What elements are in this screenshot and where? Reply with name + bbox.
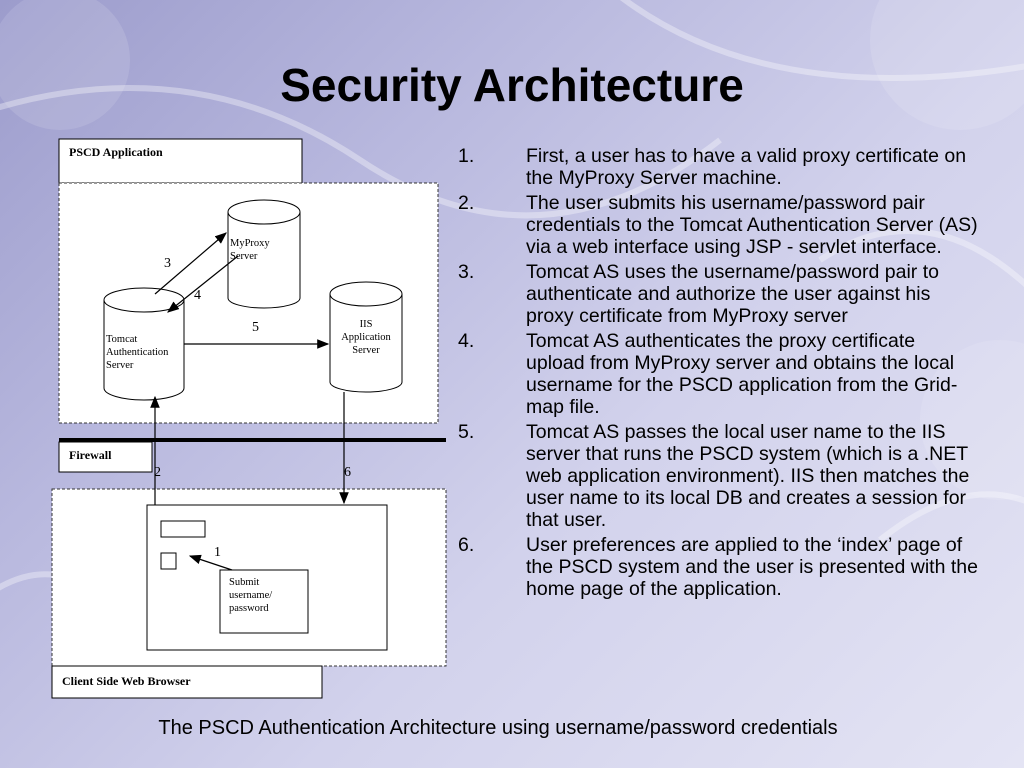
checkbox-icon xyxy=(160,552,177,570)
iis-server-cylinder xyxy=(329,281,403,393)
step-3-label: 3 xyxy=(164,256,171,271)
list-item: 5.Tomcat AS passes the local user name t… xyxy=(458,421,970,531)
firewall-label: Firewall xyxy=(69,448,112,462)
arrow-step-3 xyxy=(154,232,227,295)
myproxy-server-cylinder xyxy=(227,199,301,309)
client-browser-label-box xyxy=(51,665,323,699)
arrow-step-1 xyxy=(188,554,233,571)
pscd-label-box xyxy=(58,138,303,184)
step-2-label: 2 xyxy=(154,465,161,480)
list-item: 1.First, a user has to have a valid prox… xyxy=(458,145,967,189)
figure-caption: The PSCD Authentication Architecture usi… xyxy=(158,717,838,739)
username-field-icon xyxy=(160,520,206,538)
tomcat-server-cylinder xyxy=(103,287,185,401)
step-1-label: 1 xyxy=(214,545,221,560)
client-browser-label: Client Side Web Browser xyxy=(62,674,191,688)
step-5-label: 5 xyxy=(252,320,259,335)
step-6-label: 6 xyxy=(344,465,351,480)
list-item: 6.User preferences are applied to the ‘i… xyxy=(458,534,978,600)
submit-box xyxy=(219,569,309,634)
firewall-label-box xyxy=(58,441,153,473)
pscd-application-label: PSCD Application xyxy=(69,145,163,159)
step-4-label: 4 xyxy=(194,288,201,303)
arrow-step-4 xyxy=(167,255,239,313)
firewall-line xyxy=(59,438,446,442)
list-item: 4.Tomcat AS authenticates the proxy cert… xyxy=(458,330,958,418)
list-item: 2.The user submits his username/password… xyxy=(458,192,978,258)
steps-list: 1.First, a user has to have a valid prox… xyxy=(458,145,978,603)
page-title: Security Architecture xyxy=(280,59,744,111)
list-item: 3.Tomcat AS uses the username/password p… xyxy=(458,261,939,327)
